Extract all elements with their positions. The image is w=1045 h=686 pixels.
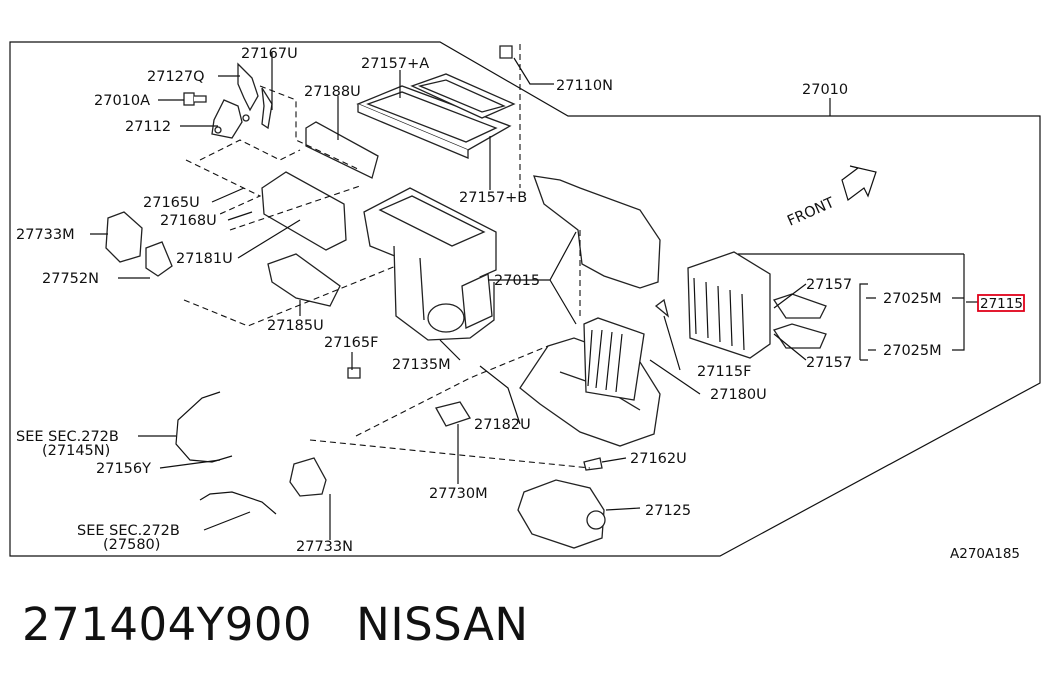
label-27188U: 27188U — [304, 84, 361, 100]
label-27157-upper: 27157 — [806, 277, 852, 293]
label-27165U: 27165U — [143, 195, 200, 211]
fasteners — [347, 45, 670, 471]
label-27580: (27580) — [103, 537, 160, 553]
label-27181U: 27181U — [176, 251, 233, 267]
diagram-frame — [9, 41, 1041, 557]
label-27156Y: 27156Y — [96, 461, 151, 477]
label-27025M-upper: 27025M — [883, 291, 942, 307]
label-27168U: 27168U — [160, 213, 217, 229]
label-27167U: 27167U — [241, 46, 298, 62]
label-27733M: 27733M — [16, 227, 75, 243]
label-27185U: 27185U — [267, 318, 324, 334]
seal-27157 — [356, 73, 516, 159]
label-27162U: 27162U — [630, 451, 687, 467]
footer-title: 271404Y900 NISSAN — [22, 598, 529, 651]
parts-diagram: 27167U 27127Q 27010A 27112 27188U 27157+… — [9, 41, 1041, 562]
heater-core — [583, 317, 645, 401]
bracket-parts — [183, 62, 273, 139]
label-27752N: 27752N — [42, 271, 99, 287]
label-27112: 27112 — [125, 119, 171, 135]
part-labels: 27167U 27127Q 27010A 27112 27188U 27157+… — [16, 46, 1023, 562]
label-27015: 27015 — [494, 273, 540, 289]
label-27182U: 27182U — [474, 417, 531, 433]
label-27157-a: 27157+A — [361, 56, 429, 72]
label-27110N: 27110N — [556, 78, 613, 94]
label-27165F: 27165F — [324, 335, 378, 351]
label-27145N: (27145N) — [42, 443, 110, 459]
label-27135M: 27135M — [392, 357, 451, 373]
intake-case — [363, 187, 497, 341]
label-27125: 27125 — [645, 503, 691, 519]
harness-27145N — [175, 391, 233, 463]
label-27010: 27010 — [802, 82, 848, 98]
housing-27015 — [519, 175, 661, 447]
front-label: FRONT — [785, 195, 837, 230]
blower-27125 — [517, 479, 606, 549]
frame-reference: A270A185 — [950, 546, 1020, 562]
label-27127Q: 27127Q — [147, 69, 205, 85]
filter-27188U — [305, 121, 379, 179]
part-number: 271404Y900 — [22, 598, 313, 651]
harness-27580 — [199, 491, 277, 515]
actuator-parts — [105, 211, 471, 497]
label-27025M-lower: 27025M — [883, 343, 942, 359]
leader-lines — [90, 52, 978, 540]
see-sec-272b-lower: SEE SEC.272B — [77, 523, 180, 539]
front-arrow-icon — [841, 165, 877, 201]
label-27157-b: 27157+B — [459, 190, 527, 206]
brand-name: NISSAN — [356, 598, 529, 651]
see-sec-272b-upper: SEE SEC.272B — [16, 429, 119, 445]
label-27115: 27115 — [980, 296, 1023, 312]
highlight-box-27115 — [977, 294, 1025, 312]
label-27180U: 27180U — [710, 387, 767, 403]
label-27733N: 27733N — [296, 539, 353, 555]
assembly-lines — [183, 44, 591, 469]
duct-parts — [261, 171, 347, 307]
label-27115F: 27115F — [697, 364, 751, 380]
label-27157-lower: 27157 — [806, 355, 852, 371]
label-27730M: 27730M — [429, 486, 488, 502]
evaporator — [687, 251, 827, 359]
label-27010A: 27010A — [94, 93, 150, 109]
